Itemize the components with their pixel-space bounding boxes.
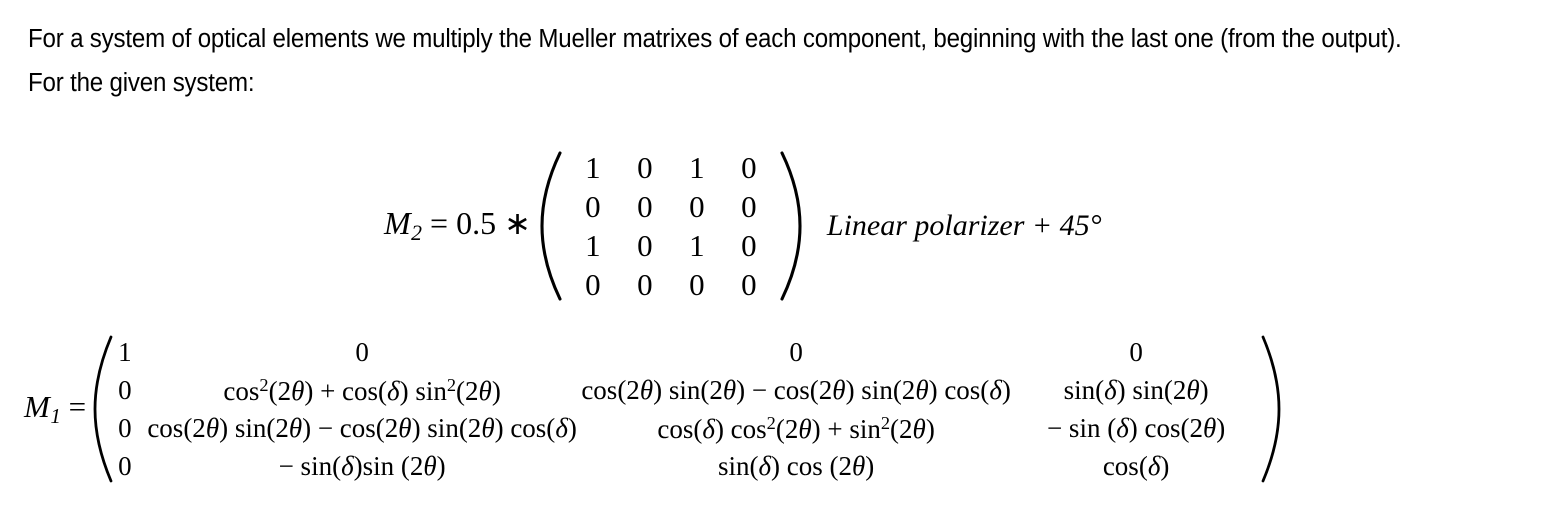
- m2-cell: 0: [741, 228, 757, 263]
- m1-cell: − sin (δ) cos(2θ): [1046, 412, 1226, 443]
- m1-label-equals: =: [60, 389, 87, 425]
- m2-label-scalar: = 0.5 ∗: [422, 205, 531, 242]
- m2-cell: 0: [585, 267, 601, 302]
- m1-cell: 0: [789, 336, 803, 367]
- m2-cell: 0: [585, 189, 601, 224]
- left-paren-m1: [90, 334, 114, 484]
- m2-cell: 0: [741, 150, 757, 185]
- m1-cell: 0: [1129, 336, 1143, 367]
- m1-cell: cos2(2θ) + cos(δ) sin2(2θ): [223, 374, 501, 406]
- m2-cell: 0: [637, 189, 653, 224]
- m1-cell: 1: [118, 336, 132, 367]
- m1-cell: 0: [118, 412, 132, 443]
- m1-cell: cos(δ): [1102, 450, 1170, 481]
- m2-caption: Linear polarizer + 45°: [826, 209, 1102, 242]
- m2-cell: 1: [585, 228, 601, 263]
- m2-cell: 1: [689, 228, 705, 263]
- m2-matrix: 1 0 1 0 0 0 0 0 1 0 1 0 0 0 0 0: [563, 148, 779, 304]
- m1-label-symbol: M: [24, 389, 50, 425]
- m1-label: M1 =: [24, 391, 90, 427]
- m2-label: M2 = 0.5 ∗: [384, 207, 537, 245]
- m1-cell: − sin(δ)sin (2θ): [278, 450, 446, 481]
- m2-label-subscript: 2: [411, 221, 423, 246]
- m2-cell: 0: [637, 267, 653, 302]
- m2-cell: 0: [637, 150, 653, 185]
- m1-cell: cos(2θ) sin(2θ) − cos(2θ) sin(2θ) cos(δ): [147, 412, 577, 443]
- m2-cell: 1: [585, 150, 601, 185]
- intro-paragraph: For a system of optical elements we mult…: [28, 25, 1415, 97]
- m1-matrix: 1 0 0 0 0 cos2(2θ) + cos(δ) sin2(2θ) cos…: [114, 333, 1260, 485]
- m2-cell: 0: [637, 228, 653, 263]
- m1-cell: cos(2θ) sin(2θ) − cos(2θ) sin(2θ) cos(δ): [581, 374, 1011, 405]
- m1-cell: 0: [355, 336, 369, 367]
- m2-cell: 0: [689, 189, 705, 224]
- m1-cell: 0: [118, 450, 132, 481]
- m1-cell: sin(δ) sin(2θ): [1063, 374, 1209, 405]
- m2-cell: 1: [689, 150, 705, 185]
- left-paren-m2: [537, 150, 563, 302]
- m1-cell: sin(δ) cos (2θ): [717, 450, 875, 481]
- m1-equation: M1 = 1 0 0 0 0 cos2(2θ) + cos(δ) sin2(2θ…: [24, 333, 1284, 485]
- right-paren-m2: [779, 150, 805, 302]
- m2-label-symbol: M: [384, 205, 411, 242]
- right-paren-m1: [1260, 334, 1284, 484]
- m2-cell: 0: [741, 267, 757, 302]
- m2-cell: 0: [689, 267, 705, 302]
- m1-cell: 0: [118, 374, 132, 405]
- m1-label-subscript: 1: [50, 403, 61, 428]
- m1-cell: cos(δ) cos2(2θ) + sin2(2θ): [657, 412, 935, 444]
- m2-equation: M2 = 0.5 ∗ 1 0 1 0 0 0 0 0 1 0 1 0 0 0 0…: [384, 148, 1102, 304]
- m2-cell: 0: [741, 189, 757, 224]
